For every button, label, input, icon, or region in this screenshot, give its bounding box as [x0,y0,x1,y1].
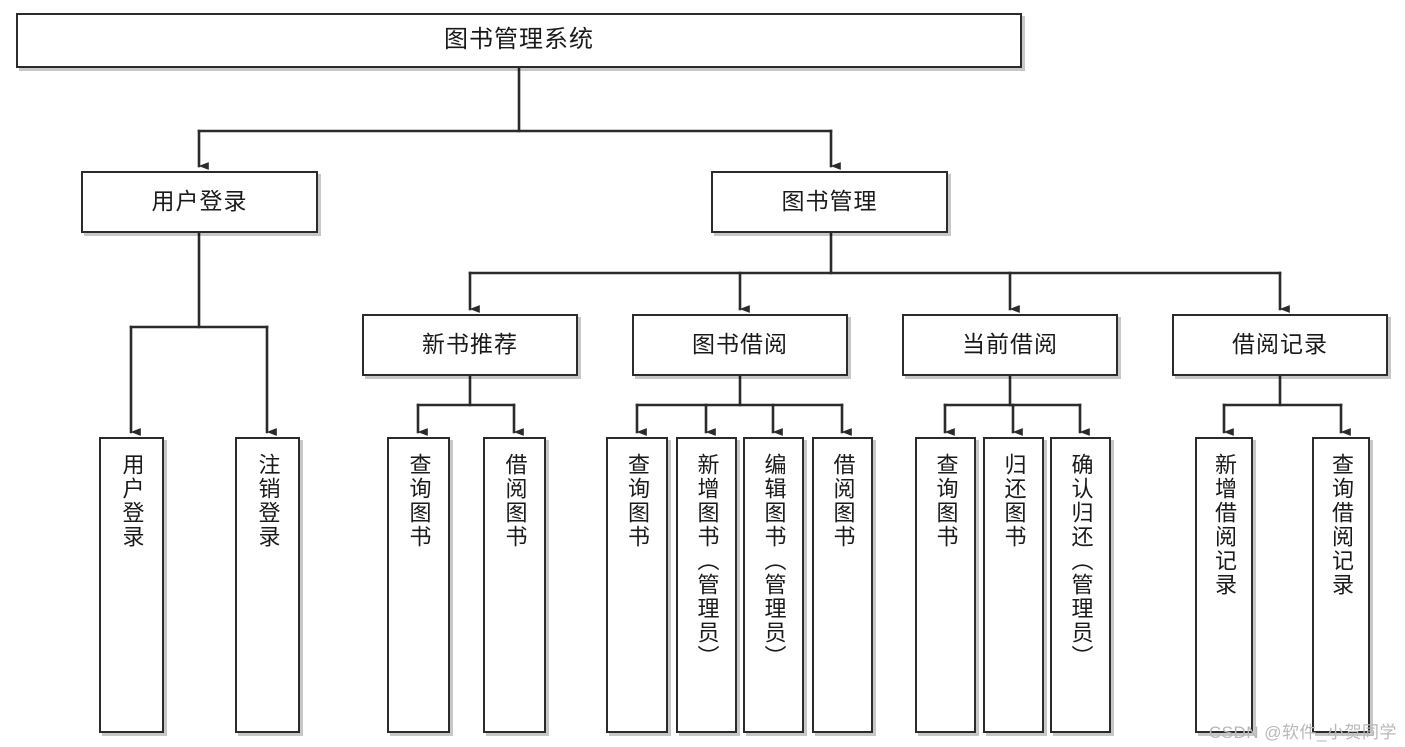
leaf-borrow-book-recommend[interactable]: 借阅图书 [483,437,546,733]
node-label: 借阅记录 [1232,331,1328,358]
node-label: 查询借阅记录 [1328,453,1354,597]
node-current-borrow[interactable]: 当前借阅 [902,314,1118,376]
node-book-management[interactable]: 图书管理 [711,171,948,233]
node-user-login[interactable]: 用户登录 [81,171,318,233]
node-label: 新增图书（管理员） [694,453,720,669]
node-root-book-management-system[interactable]: 图书管理系统 [16,13,1022,68]
leaf-query-borrow-record[interactable]: 查询借阅记录 [1312,437,1370,733]
node-label: 用户登录 [119,453,145,549]
leaf-return-book[interactable]: 归还图书 [983,437,1044,733]
node-borrow-record[interactable]: 借阅记录 [1172,314,1388,376]
leaf-query-book-borrow[interactable]: 查询图书 [606,437,668,733]
node-label: 查询图书 [933,453,959,549]
leaf-user-login[interactable]: 用户登录 [99,437,164,733]
node-label: 用户登录 [151,188,248,215]
leaf-edit-book-admin[interactable]: 编辑图书（管理员） [743,437,804,733]
node-label: 图书管理 [781,188,878,215]
leaf-query-book-recommend[interactable]: 查询图书 [387,437,450,733]
leaf-add-borrow-record[interactable]: 新增借阅记录 [1195,437,1253,733]
node-new-book-recommend[interactable]: 新书推荐 [362,314,578,376]
node-label: 借阅图书 [830,453,856,549]
leaf-query-book-current[interactable]: 查询图书 [915,437,976,733]
node-label: 借阅图书 [502,453,528,549]
leaf-add-book-admin[interactable]: 新增图书（管理员） [676,437,737,733]
node-label: 编辑图书（管理员） [761,453,787,669]
node-label: 新书推荐 [422,331,518,358]
leaf-borrow-book[interactable]: 借阅图书 [812,437,873,733]
node-label: 注销登录 [255,453,281,549]
node-label: 图书管理系统 [444,26,594,54]
node-label: 新增借阅记录 [1211,453,1237,597]
leaf-logout-login[interactable]: 注销登录 [235,437,300,733]
node-label: 当前借阅 [962,331,1058,358]
node-label: 查询图书 [624,453,650,549]
leaf-confirm-return-admin[interactable]: 确认归还（管理员） [1050,437,1111,733]
node-label: 查询图书 [406,453,432,549]
node-label: 图书借阅 [692,331,788,358]
node-label: 确认归还（管理员） [1068,453,1094,669]
node-label: 归还图书 [1001,453,1027,549]
node-book-borrow[interactable]: 图书借阅 [632,314,848,376]
